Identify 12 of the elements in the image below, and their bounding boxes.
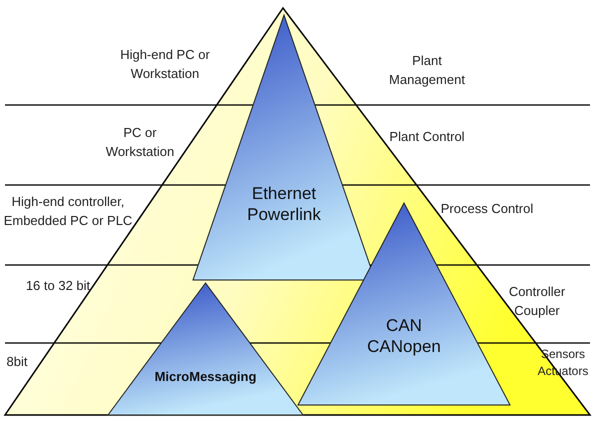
level-label: Plant Control	[388, 128, 466, 146]
level-label: Plant Management	[388, 52, 466, 89]
level-label: 8bit	[6, 353, 28, 371]
level-label: PC or Workstation	[104, 124, 176, 161]
level-label: Process Control	[440, 200, 534, 218]
level-label: High-end controller, Embedded PC or PLC	[2, 193, 134, 230]
level-label: 16 to 32 bit	[24, 277, 92, 295]
protocol-label: MicroMessaging	[154, 369, 258, 386]
level-label: Controller Coupler	[508, 283, 566, 320]
level-label: High-end PC or Workstation	[119, 46, 211, 83]
protocol-label: Ethernet Powerlink	[246, 183, 322, 226]
protocol-label: CAN CANopen	[366, 315, 442, 358]
